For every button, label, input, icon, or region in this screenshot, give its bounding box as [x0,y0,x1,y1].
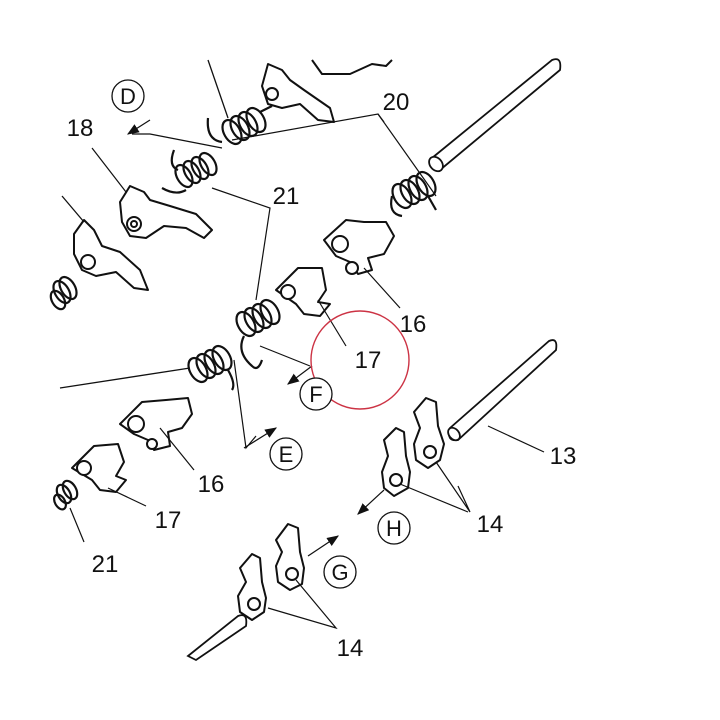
part-label-21-top: 21 [273,183,300,210]
part-label-17-circled: 17 [355,347,382,374]
view-marker-E-label: E [279,442,294,467]
torsion-spring-18 [161,149,218,194]
shift-fork-14-bottom-b [237,553,267,621]
torsion-spring-top [206,59,273,146]
shift-fork-14-right-a [413,397,445,469]
part-label-21-bottom: 21 [92,551,119,578]
lever-18-top [261,59,393,123]
lever-17-right [275,267,331,317]
lever-18 [119,185,213,239]
torsion-spring-lower-middle [187,344,235,391]
view-marker-D-label: D [120,84,136,109]
lever-16-right [323,219,395,275]
torsion-spring-middle [235,298,281,370]
part-label-14-right: 14 [477,511,504,538]
part-label-13: 13 [550,443,577,470]
direction-arrows [126,119,385,557]
part-label-16-right: 16 [400,311,427,338]
lever-left-edge [61,195,149,291]
view-marker-H-label: H [386,516,402,541]
axis-line-left [59,367,191,389]
view-marker-F-label: F [309,382,322,407]
part-label-18: 18 [67,115,94,142]
shaft-13 [447,339,558,442]
view-marker-D: D [111,79,145,113]
view-marker-E: E [269,437,303,471]
shift-fork-14-bottom-a [275,523,305,591]
part-label-16-left: 16 [198,471,225,498]
part-label-17-left: 17 [155,507,182,534]
lever-17-left [71,443,127,493]
shift-fork-14-right-b [381,427,411,497]
part-label-20: 20 [383,89,410,116]
view-marker-F: F [299,377,333,411]
shaft-upper-right [428,58,562,173]
shaft-lower-left [186,614,248,662]
leader-lines [69,113,545,630]
torsion-spring-20 [390,170,437,218]
view-marker-G-label: G [331,560,348,585]
highlight-circle [310,310,410,410]
torsion-spring-21-bottom [53,479,79,511]
part-label-14-bottom: 14 [337,635,364,662]
torsion-spring-left-edge [49,275,78,311]
lever-16-left [119,397,193,451]
view-marker-G: G [323,555,357,589]
view-marker-H: H [377,511,411,545]
